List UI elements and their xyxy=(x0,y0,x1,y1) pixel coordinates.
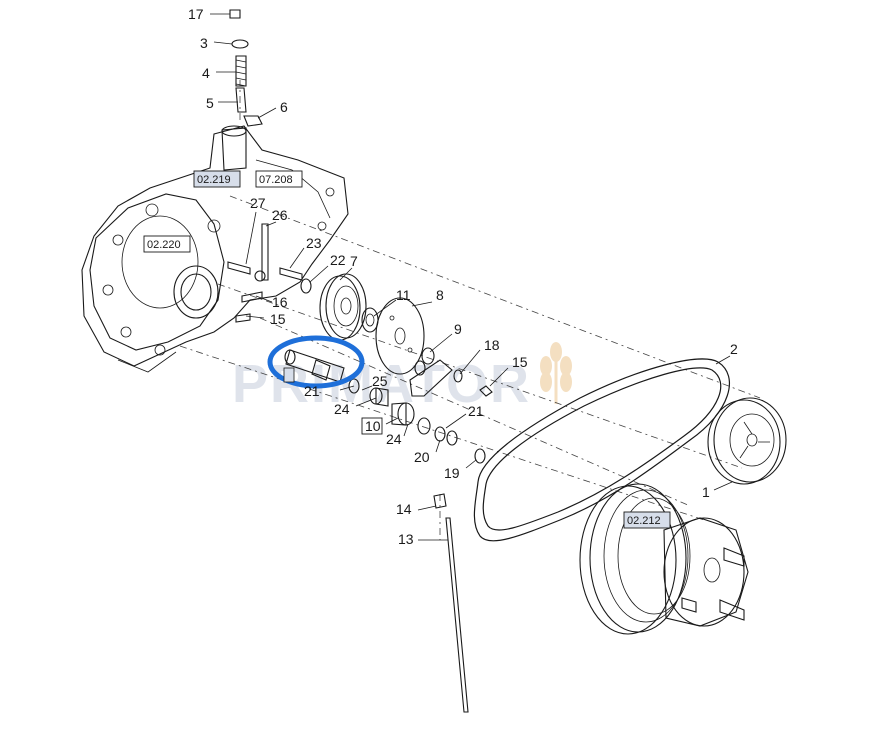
leader-lines xyxy=(210,13,733,541)
small-fasteners xyxy=(227,223,493,397)
callout-16: 16 xyxy=(272,294,288,310)
callout-5: 5 xyxy=(206,95,214,111)
reference-box-07208: 07.208 xyxy=(255,170,303,188)
callout-24a: 24 xyxy=(334,401,350,417)
callout-18: 18 xyxy=(484,337,500,353)
callout-8: 8 xyxy=(436,287,444,303)
rod-13 xyxy=(433,493,469,713)
callout-15b: 15 xyxy=(512,354,528,370)
callout-19: 19 xyxy=(444,465,460,481)
top-bolt-assembly xyxy=(229,9,263,127)
callout-2: 2 xyxy=(730,341,738,357)
callout-13: 13 xyxy=(398,531,414,547)
callout-6: 6 xyxy=(280,99,288,115)
reference-box-02219: 02.219 xyxy=(193,170,241,188)
callout-21a: 21 xyxy=(304,383,320,399)
reference-box-02212: 02.212 xyxy=(623,511,671,529)
hidden-ref-box xyxy=(283,367,295,383)
assembly-axis-lines xyxy=(179,80,761,540)
callout-14: 14 xyxy=(396,501,412,517)
plate-8 xyxy=(375,297,425,375)
callout-7: 7 xyxy=(350,253,358,269)
callout-9: 9 xyxy=(454,321,462,337)
tensioner-arm-9 xyxy=(409,347,453,397)
clutch-pulley-assembly xyxy=(579,483,749,635)
callout-1: 1 xyxy=(702,484,710,500)
svg-text:02.220: 02.220 xyxy=(147,239,181,251)
callout-11: 11 xyxy=(396,287,411,303)
svg-text:02.219: 02.219 xyxy=(197,174,231,186)
pulley-1 xyxy=(707,397,787,485)
svg-text:07.208: 07.208 xyxy=(259,174,293,186)
callout-labels: 17 3 4 5 6 27 26 23 22 7 11 8 9 18 15 2 … xyxy=(188,6,738,547)
callout-27: 27 xyxy=(250,195,266,211)
reference-box-02220: 02.220 xyxy=(143,235,191,253)
callout-21b: 21 xyxy=(468,403,484,419)
callout-24b: 24 xyxy=(386,431,402,447)
callout-3: 3 xyxy=(200,35,208,51)
gearbox-housing xyxy=(81,125,349,373)
callout-26: 26 xyxy=(272,207,288,223)
belt-2 xyxy=(473,358,731,542)
callout-15a: 15 xyxy=(270,311,286,327)
callout-22: 22 xyxy=(330,252,346,268)
callout-25: 25 xyxy=(372,373,388,389)
callout-4: 4 xyxy=(202,65,210,81)
watermark-text: PRIMATOR xyxy=(232,354,531,414)
svg-text:02.212: 02.212 xyxy=(627,515,661,527)
callout-17: 17 xyxy=(188,6,204,22)
pulley-7 xyxy=(319,273,367,341)
callout-20: 20 xyxy=(414,449,430,465)
wheat-logo-icon xyxy=(540,342,572,404)
callout-10: 10 xyxy=(365,418,381,434)
callout-23: 23 xyxy=(306,235,322,251)
highlight-circle xyxy=(267,335,365,389)
callout-10-box: 10 xyxy=(361,417,383,435)
